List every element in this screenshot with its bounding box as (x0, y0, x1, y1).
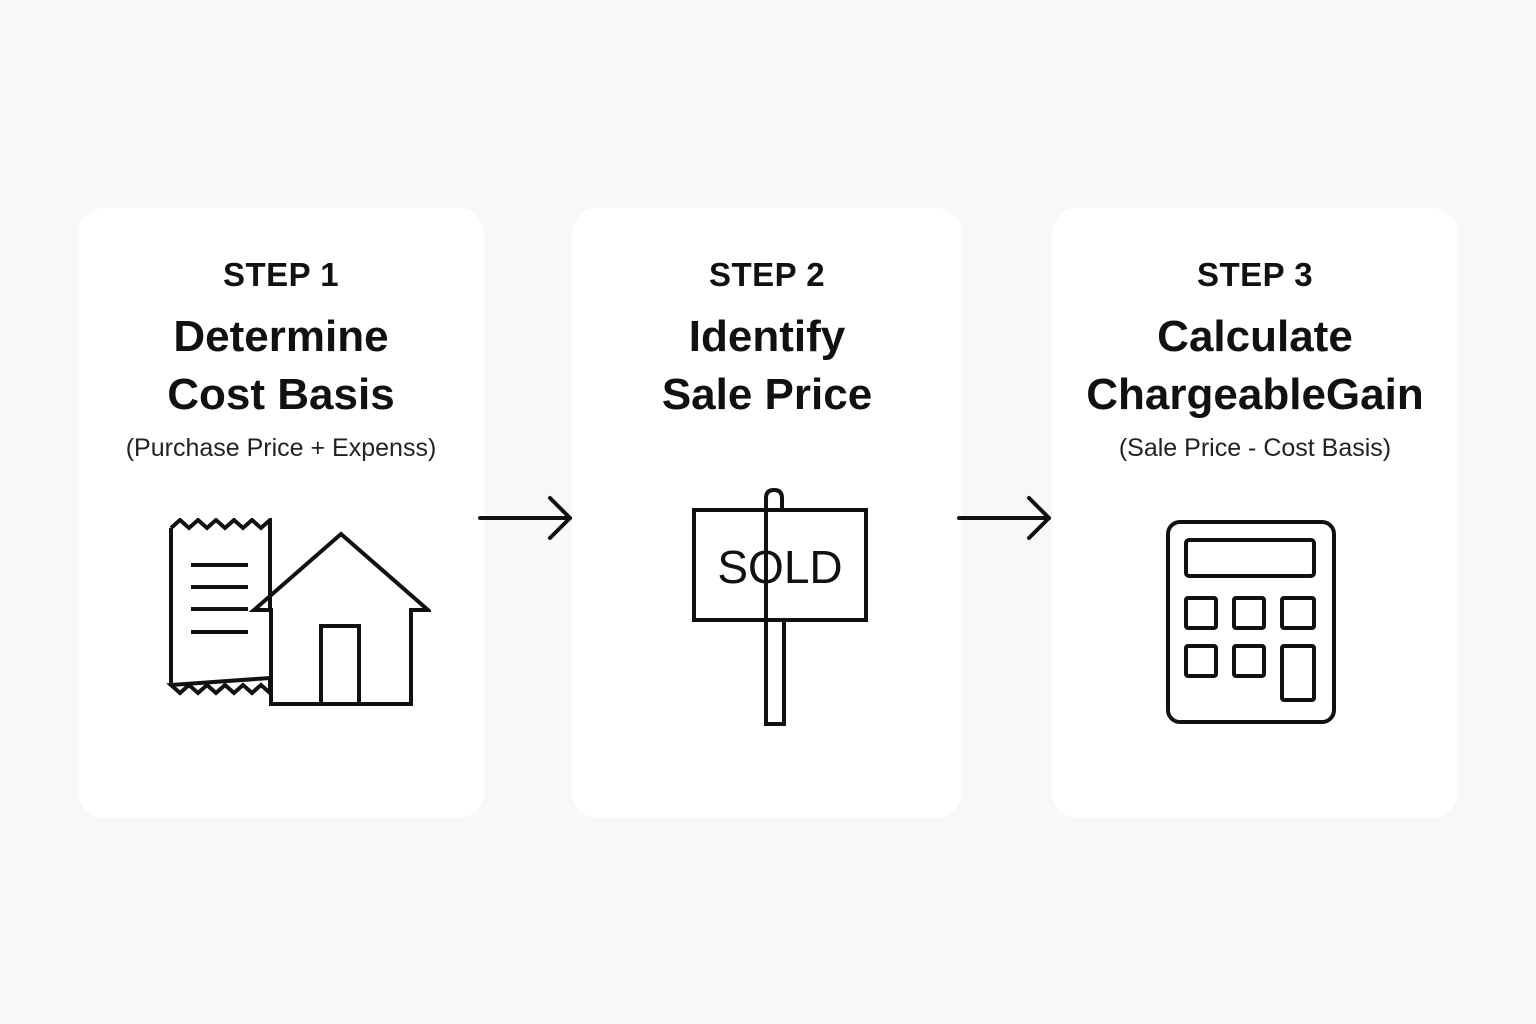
step-card-3: STEP 3 Calculate ChargeableGain (Sale Pr… (1052, 208, 1458, 818)
step-2-title: Identify Sale Price (661, 312, 873, 419)
step-3-title: Calculate ChargeableGain (1086, 312, 1424, 419)
arrow-right-icon (957, 496, 1051, 540)
step-3-label: STEP 3 (1196, 256, 1314, 293)
sold-sign-icon: SOLD (692, 488, 868, 726)
step-1-label: STEP 1 (222, 256, 340, 293)
step-card-2: STEP 2 Identify Sale Price SOLD (572, 208, 962, 818)
sold-sign-text: SOLD (717, 541, 842, 593)
step-3-subtitle: (Sale Price - Cost Basis) (1118, 434, 1392, 462)
arrow-right-icon (478, 496, 572, 540)
step-card-1: STEP 1 Determine Cost Basis (Purchase Pr… (78, 208, 484, 818)
calculator-icon (1166, 520, 1336, 724)
step-2-label: STEP 2 (708, 256, 826, 293)
receipt-house-icon (166, 518, 431, 706)
step-1-subtitle: (Purchase Price + Expenss) (125, 434, 437, 462)
step-1-title: Determine Cost Basis (167, 312, 395, 419)
